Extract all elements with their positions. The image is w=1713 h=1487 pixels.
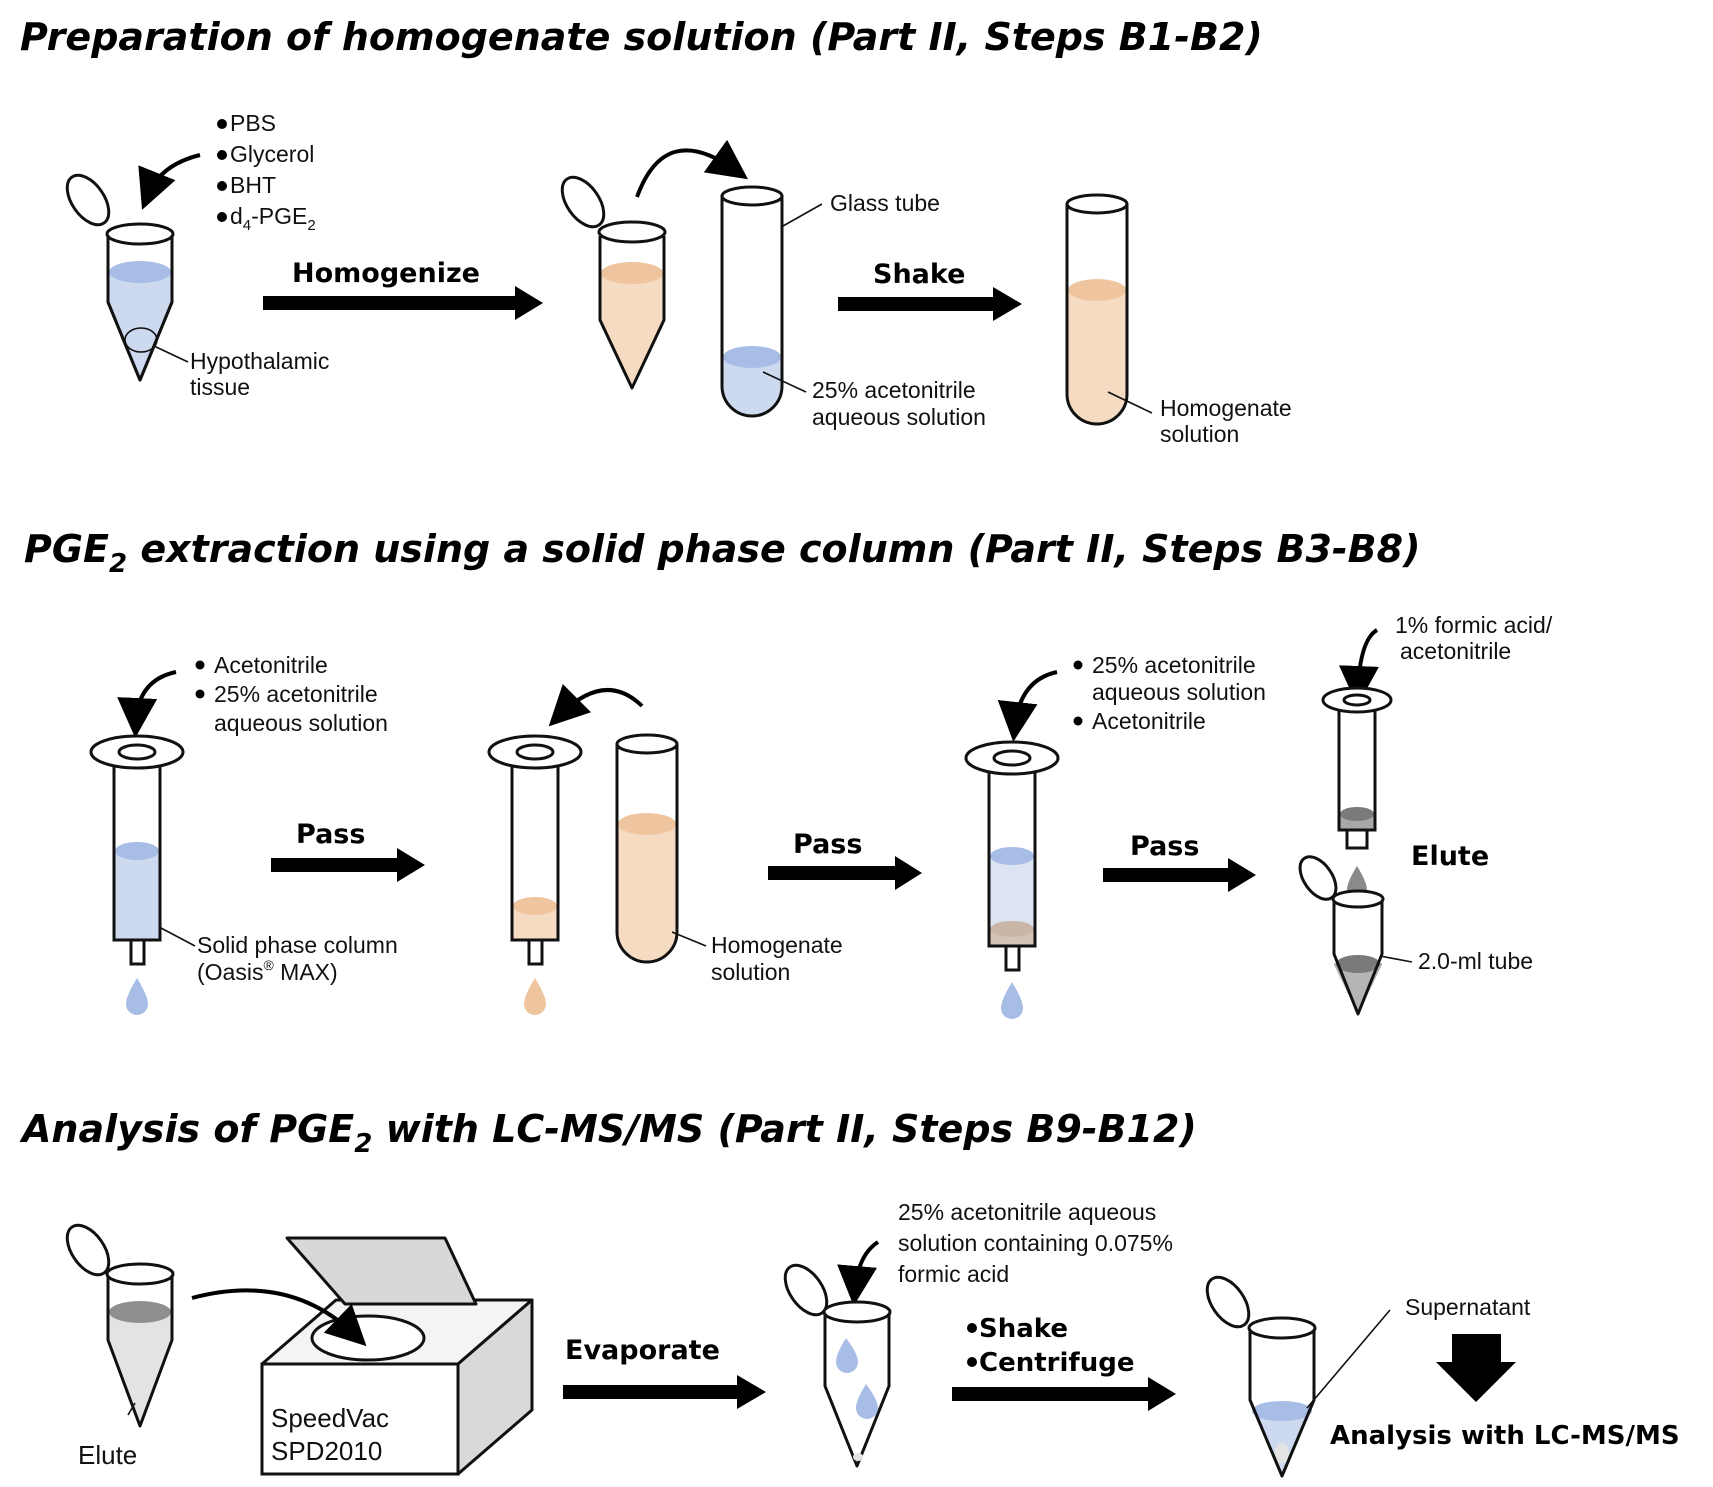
reagent-d4-pge2: d4-PGE2 (230, 203, 316, 234)
section3-title: Analysis of PGE2 with LC-MS/MS (Part II,… (19, 1107, 1197, 1159)
reconstitution-tube (783, 1263, 892, 1468)
column3-reagent-acn25-line2: aqueous solution (1092, 679, 1266, 705)
blue-drop-2 (1001, 982, 1023, 1019)
glass-tube-homogenate (1065, 193, 1129, 426)
column1-reagent-list: Acetonitrile 25% acetonitrile aqueous so… (195, 652, 388, 736)
analysis-down-arrow (1436, 1334, 1516, 1402)
elute-tube (65, 1223, 175, 1428)
column3-reagent-acn25: 25% acetonitrile (1092, 652, 1256, 678)
supernatant-label: Supernatant (1405, 1294, 1531, 1320)
glass-tube-homogenate-2 (615, 733, 679, 964)
transfer-arrow (635, 139, 749, 198)
column-label-line1: Solid phase column (197, 932, 398, 958)
column-loaded-homogenate (487, 734, 583, 1015)
acetonitrile-label-line2: aqueous solution (812, 404, 986, 430)
section1-reagent-list: PBS Glycerol BHT d4-PGE2 (217, 110, 316, 234)
formic-label-line2: acetonitrile (1400, 638, 1511, 664)
load-homogenate-arrow (548, 683, 644, 727)
reagent-glycerol: Glycerol (230, 141, 314, 167)
evaporate-label: Evaporate (565, 1335, 720, 1366)
elution-add-arrow (1338, 628, 1379, 706)
reconstitution-label-line2: solution containing 0.075% (898, 1230, 1173, 1256)
hypothalamic-tissue (124, 327, 158, 353)
reagent-bht: BHT (230, 172, 276, 198)
centrifuge-arrow (952, 1377, 1176, 1411)
add-reconstitution-arrow (837, 1240, 880, 1306)
section2-title: PGE2 extraction using a solid phase colu… (24, 527, 1420, 579)
pass2-label: Pass (793, 829, 862, 860)
homogenize-arrow (263, 286, 543, 320)
to-speedvac-arrow (191, 1288, 367, 1347)
collection-tube-2ml (1298, 855, 1385, 1016)
blue-drop (126, 978, 148, 1015)
centrifuge-bullet: Centrifuge (979, 1348, 1134, 1378)
glass-tube-label: Glass tube (830, 190, 940, 216)
column-wash (964, 740, 1060, 1019)
pass1-label: Pass (296, 819, 365, 850)
tube-label: 2.0-ml tube (1418, 948, 1533, 974)
pass3-label: Pass (1130, 831, 1199, 862)
solid-phase-column (89, 734, 185, 1015)
add-reagents-arrow (138, 153, 201, 210)
speedvac-label-line1: SpeedVac (271, 1403, 389, 1433)
elute-label: Elute (1411, 841, 1489, 872)
droplet-1 (836, 1338, 858, 1373)
column-label-line2: (Oasis® MAX) (197, 957, 338, 985)
column3-reagent-acetonitrile: Acetonitrile (1092, 708, 1206, 734)
acetonitrile-label-line1: 25% acetonitrile (812, 377, 976, 403)
droplet-2 (856, 1384, 878, 1419)
pass2-arrow (768, 856, 922, 890)
shake-arrow (838, 287, 1022, 321)
supernatant-tube (1205, 1275, 1317, 1478)
glass-tube-acetonitrile (720, 185, 784, 418)
column1-reagent-acn25: 25% acetonitrile (214, 681, 378, 707)
reconstitution-label-line3: formic acid (898, 1261, 1009, 1287)
elute-tube-label: Elute (78, 1440, 137, 1470)
peach-drop (524, 978, 546, 1015)
step-shake-label: Shake (873, 259, 965, 290)
elution-column (1321, 686, 1393, 900)
homogenate2-label-line1: Homogenate (711, 932, 843, 958)
speedvac-label-line2: SPD2010 (271, 1436, 382, 1466)
pass1-arrow (271, 848, 425, 882)
evaporate-arrow (563, 1375, 766, 1409)
homogenate-label-line2: solution (1160, 421, 1239, 447)
homogenate-label-line1: Homogenate (1160, 395, 1292, 421)
reagent-pbs: PBS (230, 110, 276, 136)
section1-title: Preparation of homogenate solution (Part… (20, 15, 1263, 59)
shake-bullet: Shake (979, 1314, 1068, 1344)
microtube-homogenized (560, 175, 667, 390)
analysis-label: Analysis with LC-MS/MS (1330, 1421, 1680, 1451)
column1-add-arrow (117, 670, 177, 738)
homogenate2-label-line2: solution (711, 959, 790, 985)
column1-reagent-acn25-line2: aqueous solution (214, 710, 388, 736)
column3-reagent-list: 25% acetonitrile aqueous solution Aceton… (1073, 652, 1266, 734)
formic-label-line1: 1% formic acid/ (1395, 612, 1553, 638)
microtube-with-tissue (65, 173, 175, 382)
pass3-arrow (1103, 858, 1256, 892)
column3-add-arrow (997, 670, 1058, 742)
column1-reagent-acetonitrile: Acetonitrile (214, 652, 328, 678)
reconstitution-label-line1: 25% acetonitrile aqueous (898, 1199, 1156, 1225)
tissue-label-line2: tissue (190, 374, 250, 400)
step-homogenize-label: Homogenize (292, 258, 480, 289)
tissue-label-line1: Hypothalamic (190, 348, 329, 374)
